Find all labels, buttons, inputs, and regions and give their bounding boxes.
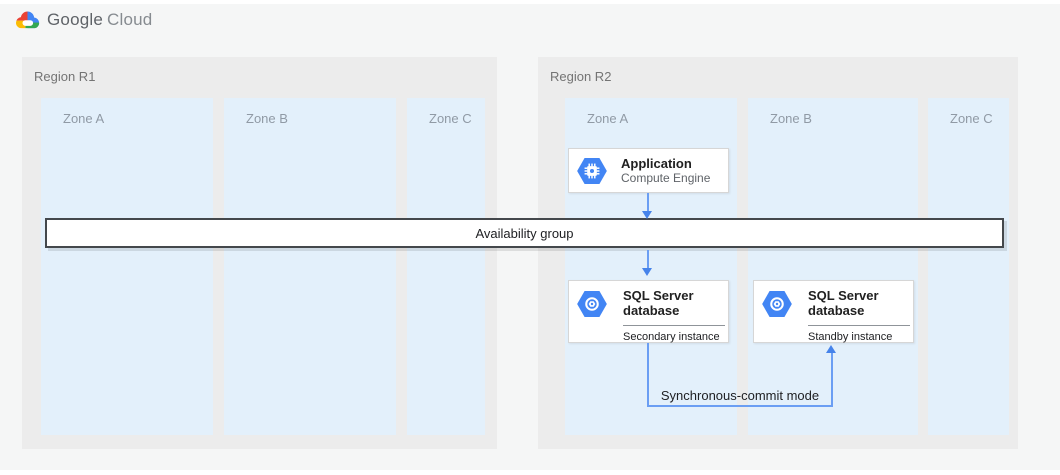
compute-engine-icon xyxy=(577,157,607,184)
arrow-group-to-sql-head xyxy=(642,268,652,276)
arrow-group-to-sql-line xyxy=(647,250,649,269)
sql-instance-label: Standby instance xyxy=(808,325,910,343)
region-r1-zone-c: Zone C xyxy=(407,98,485,435)
zone-label: Zone B xyxy=(246,111,288,126)
sql-server-secondary-node: SQL Server database Secondary instance xyxy=(568,280,729,343)
application-title: Application xyxy=(621,156,692,171)
application-node-text: Application Compute Engine xyxy=(621,156,710,185)
region-r1-label: Region R1 xyxy=(34,69,96,84)
sql-instance-label: Secondary instance xyxy=(623,325,725,343)
zone-label: Zone A xyxy=(587,111,629,126)
sync-connector-arrow-head xyxy=(826,345,836,353)
arrow-app-to-group-head xyxy=(642,211,652,219)
application-node: Application Compute Engine xyxy=(568,148,729,193)
region-r2-zone-c: Zone C xyxy=(928,98,1009,435)
sync-connector-right-line xyxy=(831,352,833,407)
logo-word-cloud: Cloud xyxy=(107,10,153,29)
zone-label: Zone A xyxy=(63,111,105,126)
sql-server-database-icon xyxy=(762,291,792,317)
region-r1-zone-a: Zone A xyxy=(41,98,213,435)
region-r1-zone-b: Zone B xyxy=(224,98,396,435)
sync-connector-bottom-line xyxy=(647,405,833,407)
sql-node-text: SQL Server database xyxy=(808,288,909,318)
zone-label: Zone B xyxy=(770,111,812,126)
region-r2-label: Region R2 xyxy=(550,69,612,84)
sql-server-standby-node: SQL Server database Standby instance xyxy=(753,280,914,343)
availability-group-bar: Availability group xyxy=(45,218,1004,248)
sync-mode-label: Synchronous-commit mode xyxy=(660,388,820,403)
logo-word-google: Google xyxy=(47,10,104,29)
availability-group-label: Availability group xyxy=(475,225,574,241)
zone-label: Zone C xyxy=(429,111,472,126)
sql-title: SQL Server database xyxy=(623,288,694,318)
sql-node-text: SQL Server database xyxy=(623,288,724,318)
region-r2-zone-b: Zone B xyxy=(748,98,918,435)
zone-label: Zone C xyxy=(950,111,993,126)
arrow-app-to-group-line xyxy=(647,193,649,212)
google-cloud-logo-icon xyxy=(15,11,40,29)
sync-connector-left-line xyxy=(647,343,649,407)
sql-server-database-icon xyxy=(577,291,607,317)
sql-title: SQL Server database xyxy=(808,288,879,318)
application-subtitle: Compute Engine xyxy=(621,171,711,185)
